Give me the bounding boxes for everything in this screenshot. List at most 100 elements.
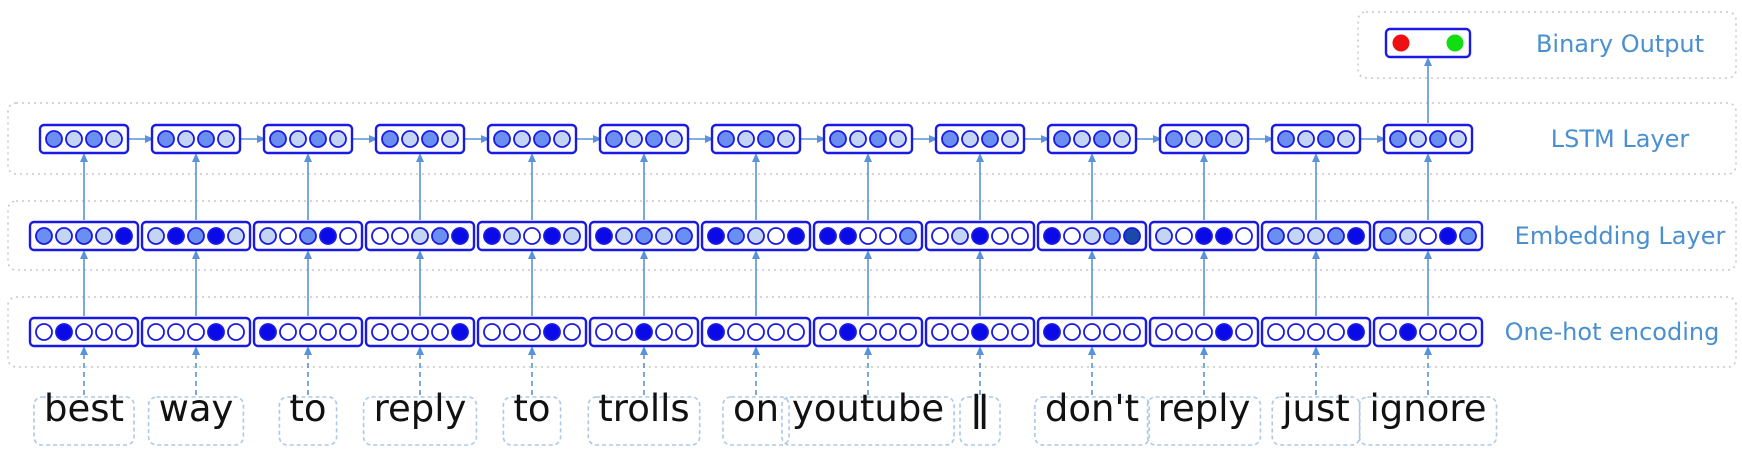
output-vector [1384,27,1472,59]
onehot-vector-unit [299,323,317,341]
embedding-vector [1036,220,1148,252]
embedding-vector-unit [259,227,277,245]
onehot-vector [700,316,812,348]
embedding-vector-unit [899,227,917,245]
onehot-vector-unit [115,323,133,341]
embedding-vector-unit [523,227,541,245]
onehot-vector-unit [951,323,969,341]
embedding-vector-unit [207,227,225,245]
onehot-vector-unit [1083,323,1101,341]
embedding-vector-unit [635,227,653,245]
lstm-cell-unit [421,130,439,148]
onehot-vector-unit [1267,323,1285,341]
onehot-vector-unit [727,323,745,341]
lstm-cell-unit [1093,130,1111,148]
onehot-vector-unit [371,323,389,341]
lstm-cell-unit [1001,130,1019,148]
lstm-cell-unit [269,130,287,148]
output-layer-group [1357,11,1737,79]
onehot-vector-unit [1123,323,1141,341]
embedding-vector-unit [1347,227,1365,245]
onehot-vector-unit [523,323,541,341]
embedding-vector-unit [859,227,877,245]
lstm-cell-unit [381,130,399,148]
lstm-cell-unit [105,130,123,148]
onehot-vector-unit [991,323,1009,341]
lstm-cell-frame [598,123,690,155]
embedding-vector [1260,220,1372,252]
output-positive-unit [1446,34,1464,52]
onehot-layer-group [7,296,1737,368]
embedding-vector-unit [839,227,857,245]
onehot-vector-unit [655,323,673,341]
onehot-vector-unit [1043,323,1061,341]
embedding-vector-unit [299,227,317,245]
onehot-vector-unit [207,323,225,341]
lstm-layer-label: LSTM Layer [1551,125,1690,153]
embedding-vector-unit [391,227,409,245]
embedding-vector-unit [1195,227,1213,245]
embedding-vector-unit [35,227,53,245]
embedding-vector-unit [411,227,429,245]
onehot-vector-unit [411,323,429,341]
lstm-cell [1382,123,1474,155]
lstm-cell-frame [150,123,242,155]
binary-output [1384,27,1472,59]
lstm-cell-unit [45,130,63,148]
lstm-cell [710,123,802,155]
input-word: reply [1158,387,1251,430]
onehot-vector-unit [707,323,725,341]
onehot-vector-unit [187,323,205,341]
lstm-cell-unit [65,130,83,148]
embedding-vector-unit [951,227,969,245]
embedding-vector [28,220,140,252]
embedding-vector-unit [167,227,185,245]
input-word: ignore [1369,387,1486,430]
onehot-vector-unit [483,323,501,341]
embedding-vector-unit [1399,227,1417,245]
lstm-cell-unit [329,130,347,148]
word-box [1358,396,1498,446]
onehot-vector-unit [1327,323,1345,341]
embedding-vector-unit [615,227,633,245]
embedding-vector-unit [503,227,521,245]
lstm-cell-frame [1046,123,1138,155]
lstm-cell-unit [1277,130,1295,148]
word-box [33,396,135,446]
connection-arrows [80,57,1432,395]
onehot-vector [588,316,700,348]
input-word: ǁ [971,387,989,430]
lstm-cell [598,123,690,155]
onehot-vector [364,316,476,348]
lstm-cell [262,123,354,155]
embedding-vector-unit [675,227,693,245]
lstm-cell-frame [486,123,578,155]
lstm-cell-unit [869,130,887,148]
lstm-cell-frame [374,123,466,155]
onehot-vector-unit [259,323,277,341]
embedding-vector-unit [187,227,205,245]
lstm-cell-unit [1429,130,1447,148]
output-layer-label: Binary Output [1536,30,1704,58]
embedding-vector-unit [339,227,357,245]
lstm-cell-unit [777,130,795,148]
onehot-vector-unit [227,323,245,341]
lstm-cell-unit [553,130,571,148]
lstm-cell-unit [829,130,847,148]
lstm-cell-frame [262,123,354,155]
embedding-vector [924,220,1036,252]
onehot-vector-unit [543,323,561,341]
onehot-vector-unit [931,323,949,341]
embedding-vector-unit [147,227,165,245]
lstm-cell-unit [309,130,327,148]
lstm-cell-unit [513,130,531,148]
embedding-vector-unit [1287,227,1305,245]
word-box [959,396,1001,446]
lstm-cell-unit [1449,130,1467,148]
lstm-cell-frame [822,123,914,155]
embedding-vector-unit [747,227,765,245]
embedding-vector-unit [279,227,297,245]
onehot-vector-unit [391,323,409,341]
